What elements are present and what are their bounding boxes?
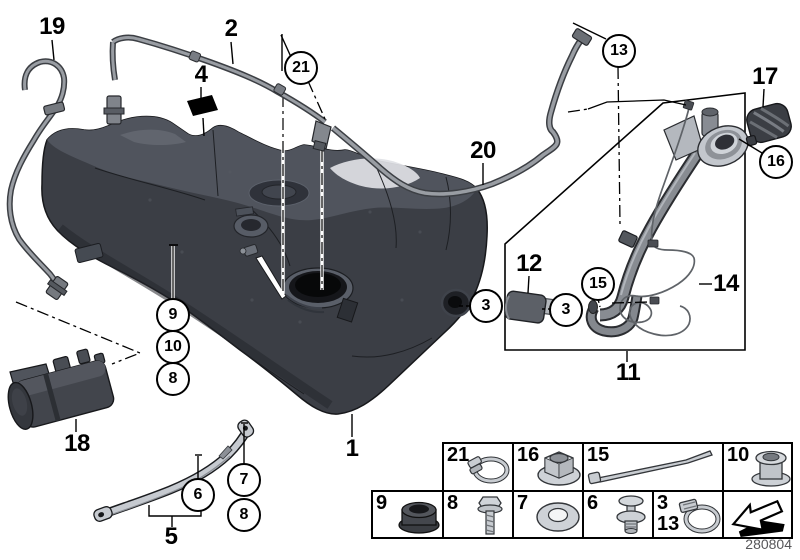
callout-circle-15[interactable]: 15 bbox=[581, 267, 615, 301]
callout-20[interactable]: 20 bbox=[470, 137, 496, 164]
ground-wire-14 bbox=[619, 99, 696, 337]
flange-nut-icon bbox=[537, 451, 581, 486]
dash-dot-leaders bbox=[15, 66, 650, 365]
callout-5[interactable]: 5 bbox=[164, 523, 178, 550]
fuel-tank bbox=[41, 115, 488, 415]
breather-hose-20 bbox=[330, 28, 593, 198]
hex-bolt-icon bbox=[477, 496, 503, 535]
pointer-marker bbox=[255, 255, 287, 300]
callout-circle-13[interactable]: 13 bbox=[602, 34, 636, 68]
filler-elbow-hose bbox=[585, 295, 643, 338]
callout-circle-6[interactable]: 6 bbox=[181, 478, 215, 512]
assembly-axis-lines bbox=[169, 95, 324, 299]
tank-recess-dish bbox=[248, 179, 310, 207]
identification-plate-4 bbox=[187, 95, 218, 116]
tank-manhole-opening bbox=[282, 267, 359, 323]
legend-cell-6: 6 bbox=[582, 490, 654, 539]
washer-icon bbox=[536, 502, 580, 532]
fuel-filler-cap bbox=[745, 102, 792, 147]
callout-12[interactable]: 12 bbox=[516, 250, 542, 277]
legend-label-8: 8 bbox=[447, 492, 459, 514]
legend-label-16: 16 bbox=[517, 444, 540, 466]
legend-cell-10: 10 bbox=[722, 442, 793, 492]
callout-circle-7[interactable]: 7 bbox=[227, 463, 261, 497]
pump-flange bbox=[233, 206, 269, 238]
vent-hose-19 bbox=[6, 58, 69, 301]
legend-label-10: 10 bbox=[727, 444, 750, 466]
callout-circle-21[interactable]: 21 bbox=[284, 51, 318, 85]
callout-18[interactable]: 18 bbox=[64, 430, 90, 457]
legend-cell-8: 8 bbox=[442, 490, 514, 539]
callout-4[interactable]: 4 bbox=[194, 61, 208, 88]
legend-cell-7: 7 bbox=[512, 490, 584, 539]
hose-2-elbow-connector bbox=[311, 120, 332, 152]
cable-tie-icon bbox=[587, 450, 713, 485]
pipe-clip bbox=[618, 230, 638, 248]
filler-neck-opening bbox=[697, 125, 749, 167]
direction-arrow-icon bbox=[731, 499, 785, 537]
expanding-rivet-icon bbox=[616, 495, 646, 534]
strap-end-top bbox=[237, 419, 255, 438]
filler-pipe-assembly bbox=[504, 99, 749, 338]
rubber-grommet-icon bbox=[398, 501, 440, 534]
worm-drive-clamp-icon bbox=[678, 498, 721, 534]
legend-cell-9: 9 bbox=[371, 490, 444, 539]
callout-2[interactable]: 2 bbox=[224, 15, 238, 42]
legend-label-13: 13 bbox=[657, 513, 680, 535]
legend-label-15: 15 bbox=[587, 444, 610, 466]
legend-label-3: 3 bbox=[657, 492, 669, 514]
callout-circle-8a[interactable]: 8 bbox=[156, 362, 190, 396]
hose-20-end-fitting bbox=[571, 28, 593, 46]
callout-circle-8b[interactable]: 8 bbox=[227, 498, 261, 532]
hose-clamp-icon bbox=[467, 456, 510, 484]
hose-19-end-fitting bbox=[45, 275, 69, 301]
legend-cell-arrow bbox=[722, 490, 793, 539]
legend-cell-3-13: 3 13 bbox=[652, 490, 724, 539]
legend-label-7: 7 bbox=[517, 492, 529, 514]
legend-cell-21: 21 bbox=[442, 442, 514, 492]
strap-end-bottom bbox=[93, 506, 113, 522]
vent-hose-2 bbox=[103, 34, 332, 152]
callout-circle-9[interactable]: 9 bbox=[156, 298, 190, 332]
tank-left-flange bbox=[74, 242, 104, 264]
legend-label-6: 6 bbox=[587, 492, 599, 514]
grommet-bushing-icon bbox=[751, 450, 791, 487]
tank-filler-inlet-boss bbox=[440, 288, 472, 318]
legend-label-9: 9 bbox=[376, 492, 388, 514]
callout-circle-16[interactable]: 16 bbox=[759, 145, 793, 179]
callout-1[interactable]: 1 bbox=[345, 435, 359, 462]
legend-label-21: 21 bbox=[447, 444, 470, 466]
callout-circle-3b[interactable]: 3 bbox=[549, 293, 583, 327]
legend-cell-15: 15 bbox=[582, 442, 724, 492]
callout-17[interactable]: 17 bbox=[752, 63, 778, 90]
callout-11[interactable]: 11 bbox=[615, 359, 641, 386]
carbon-canister bbox=[7, 348, 115, 430]
callout-19[interactable]: 19 bbox=[39, 13, 65, 40]
callout-circle-10[interactable]: 10 bbox=[156, 330, 190, 364]
callout-circle-3a[interactable]: 3 bbox=[469, 289, 503, 323]
hose-2-end-fitting bbox=[103, 95, 125, 125]
leader-lines bbox=[51, 22, 765, 527]
filler-pipe-frame bbox=[504, 92, 746, 351]
drawing-number: 280804 bbox=[745, 536, 792, 552]
callout-14[interactable]: 14 bbox=[713, 270, 739, 297]
legend-cell-16: 16 bbox=[512, 442, 584, 492]
vent-nipple bbox=[239, 244, 259, 257]
